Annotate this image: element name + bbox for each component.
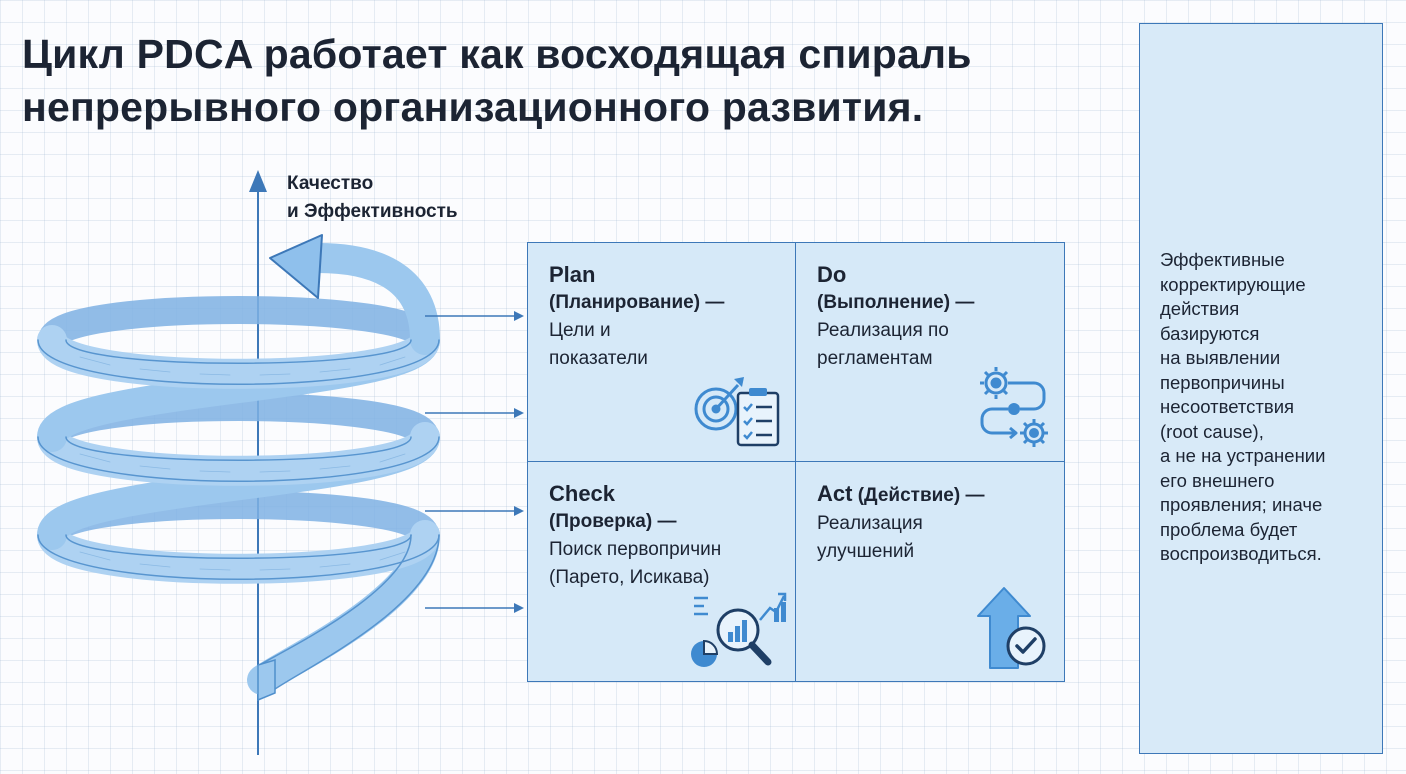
quadrant-check: Check (Проверка) — Поиск первопричин (Па… (528, 462, 796, 681)
plan-text-line-1: Цели и (549, 320, 611, 341)
page-title: Цикл PDCA работает как восходящая спирал… (22, 28, 972, 134)
analytics-magnifier-icon (691, 592, 787, 667)
note-line: проявления; иначе (1160, 494, 1323, 515)
check-heading: Check (549, 481, 616, 506)
note-line: базируются (1160, 322, 1260, 344)
quadrant-act: Act (Действие) — Реализация улучшений (796, 462, 1064, 681)
act-text-line-1: Реализация (817, 513, 923, 534)
note-line: корректирующие (1160, 273, 1306, 295)
do-text-line-2: регламентам (817, 348, 933, 369)
act-heading: Act (817, 481, 853, 506)
do-text-line-1: Реализация по (817, 320, 949, 341)
gears-process-icon (980, 367, 1048, 447)
note-line: первопричины (1160, 371, 1285, 393)
quality-axis-arrowhead (249, 170, 267, 192)
check-text-line-1: Поиск первопричин (549, 539, 722, 560)
target-checklist-icon (694, 377, 780, 447)
do-subheading: (Выполнение) — (817, 292, 975, 313)
act-text-line-2: улучшений (817, 541, 915, 562)
note-line: Эффективные (1160, 249, 1285, 270)
title-line-1: Цикл PDCA работает как восходящая спирал… (22, 31, 972, 77)
connector-arrows (425, 311, 524, 613)
title-line-2: непрерывного организационного развития. (22, 84, 924, 130)
axis-label-line-1: Качество (287, 173, 374, 194)
note-line: воспроизводиться. (1160, 543, 1322, 564)
quadrant-plan: Plan (Планирование) — Цели и показатели (528, 243, 796, 462)
note-line: (root cause), (1160, 420, 1264, 442)
note-line: на выявлении (1160, 347, 1281, 368)
up-arrow-check-icon (977, 587, 1046, 669)
spiral-arrowhead (269, 234, 323, 299)
quadrant-do: Do (Выполнение) — Реализация по регламен… (796, 243, 1064, 462)
act-subheading: (Действие) — (852, 485, 985, 506)
axis-label-line-2: и Эффективность (287, 201, 458, 222)
root-cause-note-panel: Эффективные корректирующие действия бази… (1139, 23, 1383, 754)
note-line: действия (1160, 298, 1240, 319)
vertical-axis-label: Качество и Эффективность (287, 170, 458, 226)
spiral-coil (37, 243, 440, 702)
note-line: проблема будет (1160, 518, 1298, 540)
pdca-grid: Plan (Планирование) — Цели и показатели … (527, 242, 1065, 682)
check-subheading: (Проверка) — (549, 511, 677, 532)
check-text-line-2: (Парето, Исикава) (549, 567, 710, 588)
plan-text-line-2: показатели (549, 348, 648, 369)
note-line: его внешнего (1160, 469, 1275, 491)
plan-heading: Plan (549, 262, 596, 287)
note-line: несоответствия (1160, 396, 1295, 417)
do-heading: Do (817, 262, 847, 287)
plan-subheading: (Планирование) — (549, 292, 725, 313)
pdca-spiral-diagram (37, 170, 524, 755)
note-line: а не на устранении (1160, 445, 1326, 466)
root-cause-note: Эффективные корректирующие действия бази… (1160, 248, 1380, 567)
